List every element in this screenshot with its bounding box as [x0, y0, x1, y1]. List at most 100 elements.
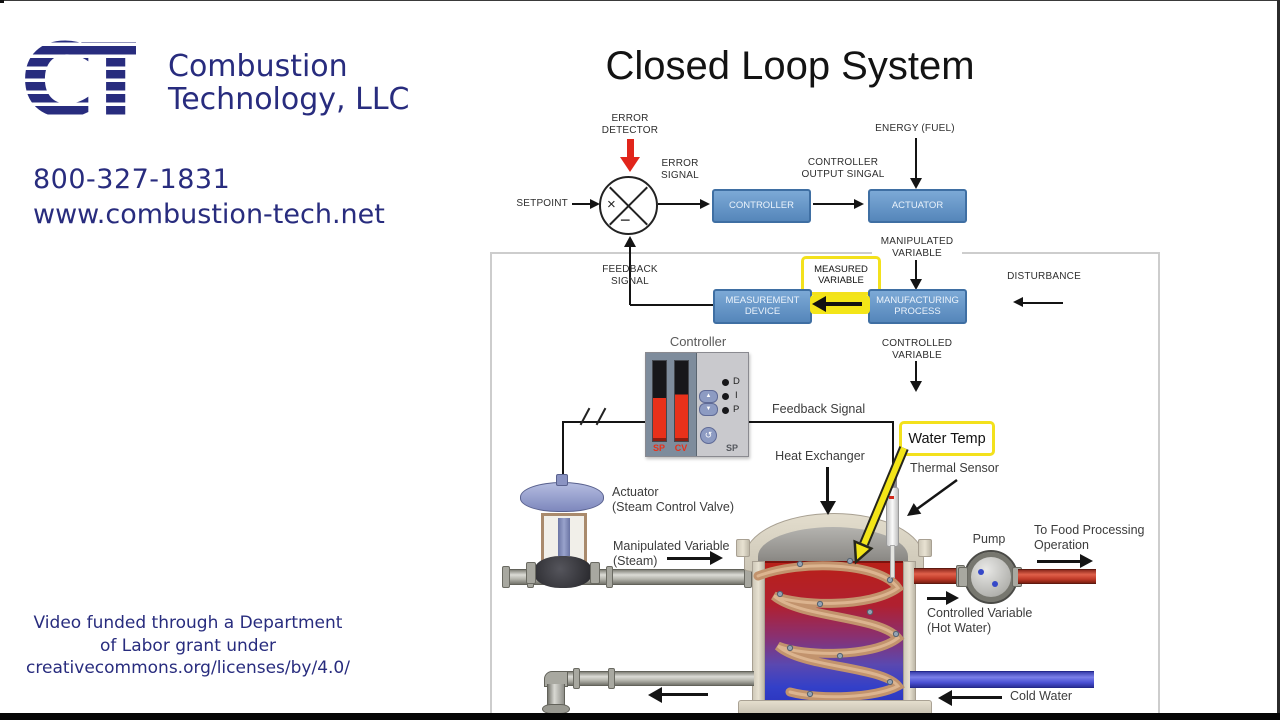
panel-wire-right [746, 421, 894, 423]
error-signal-arrow [658, 203, 702, 205]
water-temp-box: Water Temp [899, 421, 995, 456]
to-food-arrow [1037, 560, 1081, 563]
pump-bolt-icon [978, 569, 984, 575]
measured-arrow [824, 302, 862, 306]
frame-right-edge [1277, 0, 1280, 720]
panel-display-section: SP CV [646, 353, 697, 456]
drain-flow-arrowhead-icon [648, 687, 662, 703]
controller-output-label: CONTROLLER OUTPUT SINGAL [801, 157, 885, 180]
thermal-sensor-probe [890, 545, 895, 578]
hot-pipe-left [914, 568, 968, 584]
valve-flange [526, 562, 536, 584]
disturbance-label: DISTURBANCE [1007, 271, 1081, 282]
controller-actuator-arrowhead-icon [854, 199, 864, 209]
ct-logo: CT [20, 22, 150, 141]
cold-pipe [910, 671, 1094, 688]
energy-arrowhead-icon [910, 178, 922, 189]
valve-yoke [541, 513, 587, 563]
manufacturing-process-box: MANUFACTURING PROCESS [868, 289, 967, 324]
website-url: www.combustion-tech.net [33, 199, 385, 230]
manipulated-arrowhead-icon [910, 279, 922, 290]
measurement-device-box: MEASUREMENT DEVICE [713, 289, 812, 324]
controller-box: CONTROLLER [712, 189, 811, 223]
hot-water-arrowhead-icon [946, 591, 959, 605]
feedback-signal-caption: Feedback Signal [772, 402, 866, 416]
controller-actuator-arrow [813, 203, 855, 205]
pipe-coupling [502, 566, 510, 588]
heat-exchanger-arrow [826, 467, 829, 503]
pipe-coupling [606, 566, 613, 588]
valve-dome-nub [556, 474, 568, 486]
pump-bolt-icon [992, 581, 998, 587]
summing-junction-icon: × − [599, 176, 658, 235]
valve-flange [590, 562, 600, 584]
error-signal-arrowhead-icon [700, 199, 710, 209]
steam-coil-icon [753, 557, 905, 702]
d-indicator-label: D [733, 376, 740, 387]
frame-bottom-bar [0, 713, 1280, 720]
sp-bar-label: SP [652, 443, 665, 453]
i-indicator-label: I [735, 390, 738, 401]
cold-water-caption: Cold Water [1010, 689, 1073, 703]
p-indicator-icon [722, 407, 729, 414]
measured-variable-box: MEASURED VARIABLE [801, 256, 881, 295]
manipulated-variable-label: MANIPULATED VARIABLE [872, 236, 962, 259]
pump-body [964, 550, 1018, 604]
controlled-arrowhead-icon [910, 381, 922, 392]
disturbance-arrowhead-icon [1013, 297, 1023, 307]
setpoint-label: SETPOINT [516, 198, 568, 209]
company-name: Combustion Technology, LLC [168, 49, 410, 117]
frame-corner-mark [0, 0, 4, 3]
sp-bargraph [652, 360, 667, 442]
pipe-coupling [608, 668, 615, 689]
funding-note: Video funded through a Department of Lab… [26, 613, 350, 678]
d-indicator-icon [722, 379, 729, 386]
panel-wire-down [562, 421, 564, 485]
error-signal-label: ERROR SIGNAL [661, 158, 699, 181]
error-detector-arrow-icon [627, 139, 634, 159]
sensor-mark [889, 496, 894, 499]
frame-top-hairline [0, 0, 1280, 1]
controlled-variable-label: CONTROLLED VARIABLE [881, 338, 953, 361]
panel-wire-left [562, 421, 646, 423]
phone-number: 800-327-1831 [33, 164, 231, 195]
valve-body [534, 556, 592, 588]
sensor-wire-down [892, 421, 894, 483]
i-indicator-icon [722, 393, 729, 400]
error-detector-label: ERROR DETECTOR [601, 113, 659, 136]
cv-bargraph [674, 360, 689, 442]
to-food-caption: To Food Processing Operation [1034, 523, 1145, 552]
cv-bar-label: CV [674, 443, 688, 453]
thermal-sensor-caption: Thermal Sensor [910, 461, 999, 475]
drain-flow-arrow [662, 693, 708, 696]
water-temp-arrow-icon [853, 446, 909, 565]
drain-downpipe [547, 684, 565, 706]
hot-water-caption: Controlled Variable (Hot Water) [927, 606, 1033, 635]
controlled-arrow [915, 361, 917, 383]
sum-minus-sign: − [620, 210, 631, 230]
manipulated-arrow [915, 260, 917, 281]
feedback-riser [629, 246, 631, 305]
hot-pipe-right [1018, 569, 1096, 584]
disturbance-arrow [1023, 302, 1063, 304]
cold-water-arrowhead-icon [938, 690, 952, 706]
steam-flow-arrow [667, 557, 711, 560]
page-title: Closed Loop System [605, 44, 975, 88]
controller-panel: SP CV ▲ ▼ D I P ↺ SP [645, 352, 749, 457]
heat-exchanger-arrowhead-icon [820, 501, 836, 515]
feedback-arrowhead-icon [624, 236, 636, 247]
down-button: ▼ [699, 403, 718, 416]
drain-pipe [558, 671, 754, 686]
actuator-caption: Actuator (Steam Control Valve) [612, 485, 735, 514]
sum-times-sign: × [607, 196, 616, 213]
energy-arrow [915, 138, 917, 180]
heat-exchanger-caption: Heat Exchanger [775, 449, 865, 463]
thermal-sensor-arrow-icon [907, 478, 958, 516]
measured-arrowhead-icon [812, 296, 826, 312]
actuator-box: ACTUATOR [868, 189, 967, 223]
pipe-coupling [573, 668, 580, 689]
feedback-elbow [630, 304, 713, 306]
feedback-signal-label: FEEDBACK SIGNAL [602, 264, 658, 287]
cold-water-arrow [952, 696, 1002, 699]
